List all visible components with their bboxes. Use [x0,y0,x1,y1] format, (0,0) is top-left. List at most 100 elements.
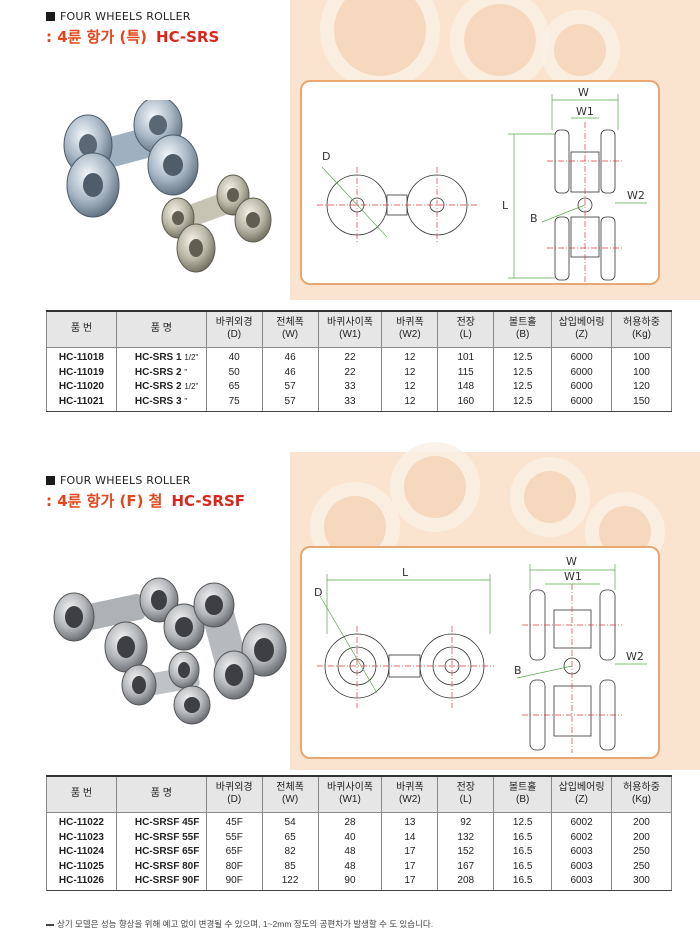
cell-w: 46 [261,347,319,365]
section2-header: FOUR WHEELS ROLLER : 4륜 항가 (F) 철 HC-SRSF [46,474,245,511]
dim-label-w: W [566,555,577,568]
cell-code: HC-11024 [46,844,117,859]
cell-w2: 13 [381,812,439,830]
cell-code: HC-11025 [46,859,117,874]
cell-w2: 17 [381,844,439,859]
cell-l: 115 [437,365,495,380]
spec-table-hc-srsf: 품 번 품 명 바퀴외경(D) 전체폭(W) 바퀴사이폭(W1) 바퀴폭(W2)… [46,775,672,891]
ghost-wheel [510,457,590,537]
technical-drawing-hc-srsf: D L W W1 B W2 [300,546,660,759]
ghost-wheel [540,10,620,90]
cell-z: 6003 [551,859,613,874]
cell-b: 12.5 [493,812,553,830]
cell-code: HC-11020 [46,379,117,394]
col-header: 바퀴폭(W2) [381,775,439,813]
cell-b: 16.5 [493,873,553,891]
cell-kg: 300 [611,873,672,891]
cell-w: 122 [261,873,319,891]
cell-z: 6000 [551,394,613,412]
cell-d: 75 [205,394,263,412]
cell-b: 16.5 [493,859,553,874]
cell-kg: 250 [611,844,672,859]
ghost-wheel [450,0,550,90]
cell-name: HC-SRS 2 " [115,365,207,380]
cell-b: 12.5 [493,347,553,365]
dim-label-w2: W2 [627,189,645,202]
col-header: 품 번 [46,775,117,813]
cell-code: HC-11018 [46,347,117,365]
col-header: 허용하중(Kg) [611,775,672,813]
cell-code: HC-11019 [46,365,117,380]
section2-label: FOUR WHEELS ROLLER [60,474,191,487]
col-header: 바퀴폭(W2) [381,310,439,348]
cell-w: 57 [261,379,319,394]
ghost-wheel [390,442,480,532]
cell-w: 57 [261,394,319,412]
cell-kg: 200 [611,830,672,845]
footer-note: 상기 모델은 성능 향상을 위해 예고 없이 변경될 수 있으며, 1~2mm … [46,918,433,930]
cell-w1: 40 [317,830,383,845]
cell-l: 148 [437,379,495,394]
cell-w2: 17 [381,873,439,891]
cell-name: HC-SRSF 55F [115,830,207,845]
cell-code: HC-11021 [46,394,117,412]
technical-drawing-hc-srs: D W W1 L B W2 [300,80,660,285]
cell-b: 12.5 [493,365,553,380]
cell-name: HC-SRS 3 " [115,394,207,412]
col-header: 바퀴사이폭(W1) [317,310,383,348]
col-header: 품 번 [46,310,117,348]
cell-d: 80F [205,859,263,874]
col-header: 허용하중(Kg) [611,310,672,348]
cell-z: 6003 [551,844,613,859]
cell-z: 6002 [551,812,613,830]
cell-kg: 100 [611,347,672,365]
cell-l: 152 [437,844,495,859]
drawing-svg: D L W W1 B W2 [314,555,647,753]
cell-name: HC-SRSF 80F [115,859,207,874]
table-row: HC-11018 HC-SRS 1 1/2" 40 46 22 12 101 1… [46,347,672,365]
cell-kg: 250 [611,859,672,874]
dim-label-b: B [514,664,522,677]
col-header: 전체폭(W) [261,775,319,813]
cell-w1: 22 [317,365,383,380]
cell-kg: 200 [611,812,672,830]
cell-w2: 12 [381,365,439,380]
cell-l: 101 [437,347,495,365]
cell-l: 160 [437,394,495,412]
section1-label: FOUR WHEELS ROLLER [60,10,191,23]
cell-code: HC-11026 [46,873,117,891]
col-header: 전장(L) [437,775,495,813]
cell-w1: 33 [317,379,383,394]
section2-title: : 4륜 항가 (F) 철 HC-SRSF [46,490,245,511]
cell-name: HC-SRS 2 1/2" [115,379,207,394]
cell-w: 54 [261,812,319,830]
dim-label-l: L [502,199,509,212]
dim-label-b: B [530,212,538,225]
table-row: HC-11026 HC-SRSF 90F 90F 122 90 17 208 1… [46,873,672,891]
dim-label-w: W [578,86,589,99]
cell-w1: 48 [317,844,383,859]
col-header: 품 명 [115,310,207,348]
table-row: HC-11023 HC-SRSF 55F 55F 65 40 14 132 16… [46,830,672,845]
cell-z: 6000 [551,365,613,380]
cell-w2: 12 [381,347,439,365]
cell-z: 6003 [551,873,613,891]
col-header: 볼트홀(B) [493,310,553,348]
cell-l: 208 [437,873,495,891]
cell-w2: 17 [381,859,439,874]
cell-z: 6000 [551,347,613,365]
cell-d: 55F [205,830,263,845]
cell-kg: 120 [611,379,672,394]
table-row: HC-11019 HC-SRS 2 " 50 46 22 12 115 12.5… [46,365,672,380]
cell-d: 45F [205,812,263,830]
cell-l: 167 [437,859,495,874]
dash-icon [46,923,54,926]
col-header: 볼트홀(B) [493,775,553,813]
dim-label-d: D [322,150,330,163]
product-photo-hc-srs [63,100,272,273]
cell-d: 40 [205,347,263,365]
cell-d: 65F [205,844,263,859]
table-row: HC-11025 HC-SRSF 80F 80F 85 48 17 167 16… [46,859,672,874]
cell-l: 92 [437,812,495,830]
dim-label-w2: W2 [626,650,644,663]
